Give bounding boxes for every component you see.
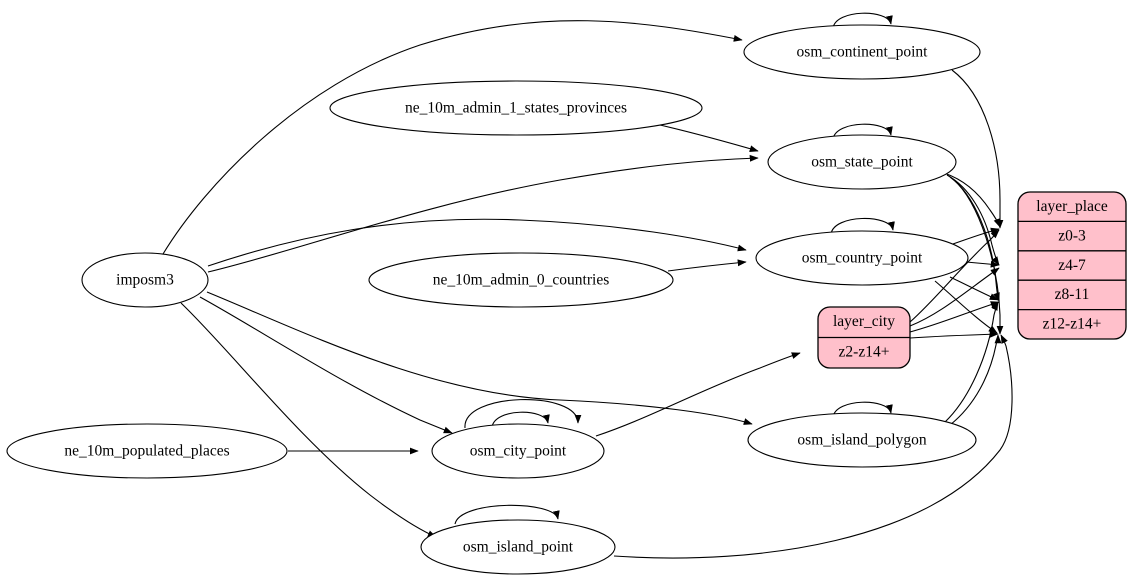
edge-osm-country-point-to-layer-place-z8-11 (949, 276, 999, 301)
layer-place-row-z12-z14[interactable]: z12-z14+ (1043, 316, 1102, 333)
edge-osm-island-polygon-to-layer-place-z12 (949, 334, 1002, 426)
layer-city-row-z2-z14[interactable]: z2-z14+ (839, 344, 890, 361)
node-osm-country-point[interactable]: osm_country_point (755, 230, 969, 286)
node-label-ne-admin0: ne_10m_admin_0_countries (433, 272, 610, 289)
node-label-osm-country-point: osm_country_point (802, 250, 923, 267)
edge-self-loop-osm-state-point (832, 123, 893, 140)
node-label-osm-island-point: osm_island_point (463, 539, 574, 556)
node-layer-place[interactable]: layer_place z0-3 z4-7 z8-11 z12-z14+ (1017, 191, 1127, 340)
edge-imposm3-to-osm-continent-point (162, 20, 743, 255)
edge-imposm3-to-osm-island-point (180, 302, 437, 538)
edge-ne-admin0-to-osm-country-point (667, 259, 747, 272)
edge-osm-country-point-to-layer-place-z4-7 (965, 260, 1000, 268)
edge-layer-city-to-layer-place-z0-3 (909, 229, 1000, 323)
edge-self-loop-osm-city-point-inner (491, 411, 550, 428)
edge-osm-country-point-to-layer-place-z12 (934, 280, 998, 334)
node-ne-10m-populated-places[interactable]: ne_10m_populated_places (6, 423, 288, 479)
edge-layer-city-to-layer-place-z4-7 (909, 267, 1000, 327)
edge-self-loop-osm-island-point (454, 504, 560, 525)
edge-osm-state-point-to-layer-place-z0-3 (943, 172, 1001, 228)
node-label-ne-populated-places: ne_10m_populated_places (64, 443, 229, 460)
edge-imposm3-to-osm-island-polygon (206, 291, 753, 425)
node-osm-island-polygon[interactable]: osm_island_polygon (747, 412, 977, 468)
node-label-osm-continent-point: osm_continent_point (797, 44, 929, 61)
layer-city-title: layer_city (833, 313, 895, 330)
node-label-osm-state-point: osm_state_point (811, 154, 913, 171)
layer-place-row-z4-7[interactable]: z4-7 (1058, 257, 1086, 274)
node-osm-state-point[interactable]: osm_state_point (767, 134, 957, 190)
layer-place-title: layer_place (1036, 198, 1108, 215)
node-ne-10m-admin-1-states-provinces[interactable]: ne_10m_admin_1_states_provinces (329, 80, 703, 136)
node-ne-10m-admin-0-countries[interactable]: ne_10m_admin_0_countries (368, 252, 674, 308)
edge-imposm3-to-osm-state-point (207, 154, 759, 273)
edge-imposm3-to-osm-country-point (207, 218, 747, 267)
record-nodes-layer: layer_place z0-3 z4-7 z8-11 z12-z14+ lay… (817, 191, 1127, 369)
node-label-ne-admin1: ne_10m_admin_1_states_provinces (405, 100, 627, 117)
node-osm-city-point[interactable]: osm_city_point (431, 423, 605, 479)
node-label-osm-city-point: osm_city_point (470, 443, 567, 460)
layer-place-row-z8-11[interactable]: z8-11 (1055, 286, 1090, 303)
node-imposm3[interactable]: imposm3 (81, 252, 209, 308)
node-label-osm-island-polygon: osm_island_polygon (797, 432, 926, 449)
edge-layer-city-to-layer-place-z12 (909, 330, 999, 339)
edge-self-loop-osm-continent-point (832, 12, 893, 29)
edge-osm-island-point-to-layer-place-z12 (613, 334, 1013, 559)
node-layer-city[interactable]: layer_city z2-z14+ (817, 306, 911, 369)
edge-imposm3-to-osm-city-point (199, 296, 453, 434)
edge-osm-city-point-to-layer-city (595, 352, 801, 437)
edge-osm-island-polygon-to-layer-place-z8-11 (944, 301, 999, 423)
nodes-layer: imposm3 ne_10m_admin_1_states_provinces … (6, 24, 981, 575)
layer-place-row-z0-3[interactable]: z0-3 (1058, 227, 1086, 244)
edge-self-loop-osm-country-point (830, 217, 895, 235)
node-osm-island-point[interactable]: osm_island_point (420, 519, 616, 575)
edge-ne-admin1-to-osm-state-point (659, 124, 759, 153)
edge-self-loop-osm-city-point-outer (464, 399, 582, 429)
edge-layer-city-to-layer-place-z8-11 (909, 301, 1000, 333)
edge-self-loop-osm-island-polygon (832, 401, 893, 418)
node-label-imposm3: imposm3 (116, 272, 174, 289)
node-osm-continent-point[interactable]: osm_continent_point (743, 24, 981, 80)
edges-layer (162, 12, 1013, 559)
